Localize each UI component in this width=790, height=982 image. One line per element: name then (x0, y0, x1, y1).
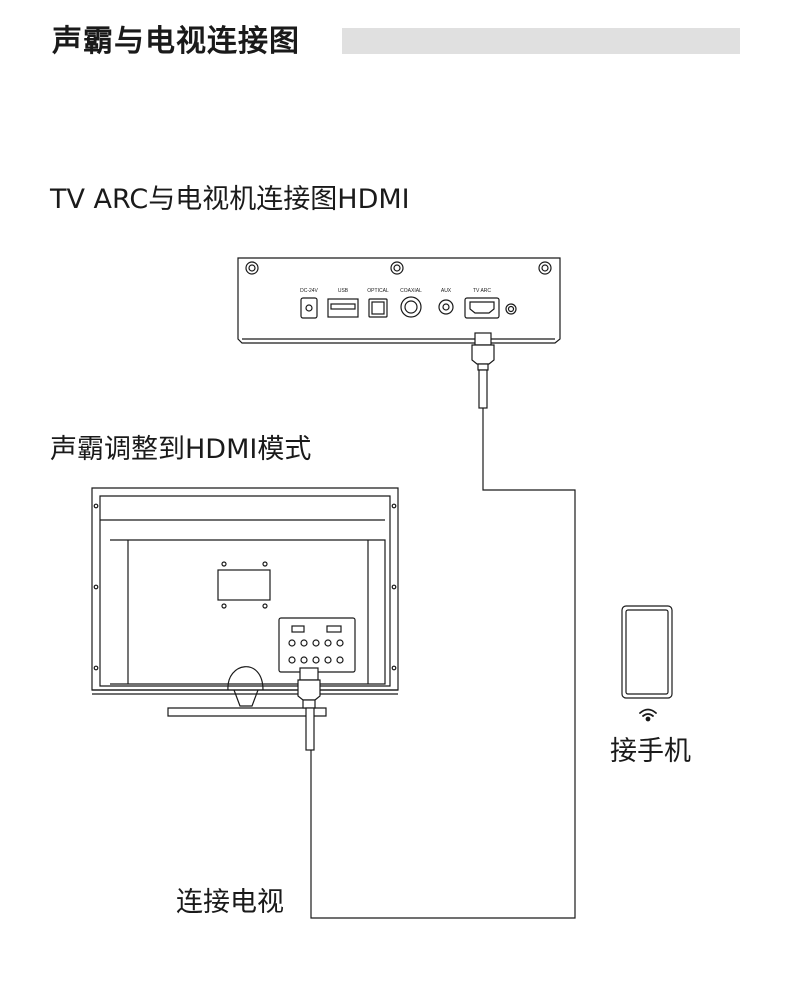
screw-icon (505, 303, 517, 315)
hdmi-cable (310, 408, 576, 919)
hdmi-arc-port (464, 297, 500, 319)
port-label-tv-arc: TV ARC (473, 288, 491, 294)
tv-rear (91, 487, 399, 717)
hdmi-plug-soundbar (471, 332, 495, 409)
screw-icon (390, 261, 404, 275)
hdmi-plug-tv (297, 667, 321, 751)
soundbar-rear-panel: DC-24V USB OPTICAL COAXIAL AUX TV ARC (237, 257, 561, 344)
vesa-plate (217, 569, 271, 601)
screw-icon (538, 261, 552, 275)
aux-port (438, 299, 454, 315)
tv-io-panel (278, 617, 356, 673)
section-title-hdmi-mode: 声霸调整到HDMI模式 (50, 434, 312, 465)
port-label-aux: AUX (441, 288, 452, 294)
screw-icon (245, 261, 259, 275)
dc-port (300, 297, 318, 319)
usb-port (327, 298, 359, 318)
page-title: 声霸与电视连接图 (52, 24, 300, 59)
tv-stand (167, 666, 327, 717)
port-label-dc: DC-24V (300, 288, 318, 294)
phone-icon (621, 605, 673, 699)
title-bar-decoration (342, 28, 740, 54)
port-label-usb: USB (338, 288, 349, 294)
optical-port (368, 298, 388, 318)
port-label-coaxial: COAXIAL (400, 288, 422, 294)
wifi-icon (639, 708, 657, 722)
section-title-tv-arc: TV ARC与电视机连接图HDMI (50, 184, 410, 215)
label-connect-phone: 接手机 (610, 736, 691, 767)
label-connect-tv: 连接电视 (176, 887, 284, 918)
coaxial-port (400, 296, 422, 318)
port-label-optical: OPTICAL (367, 288, 389, 294)
